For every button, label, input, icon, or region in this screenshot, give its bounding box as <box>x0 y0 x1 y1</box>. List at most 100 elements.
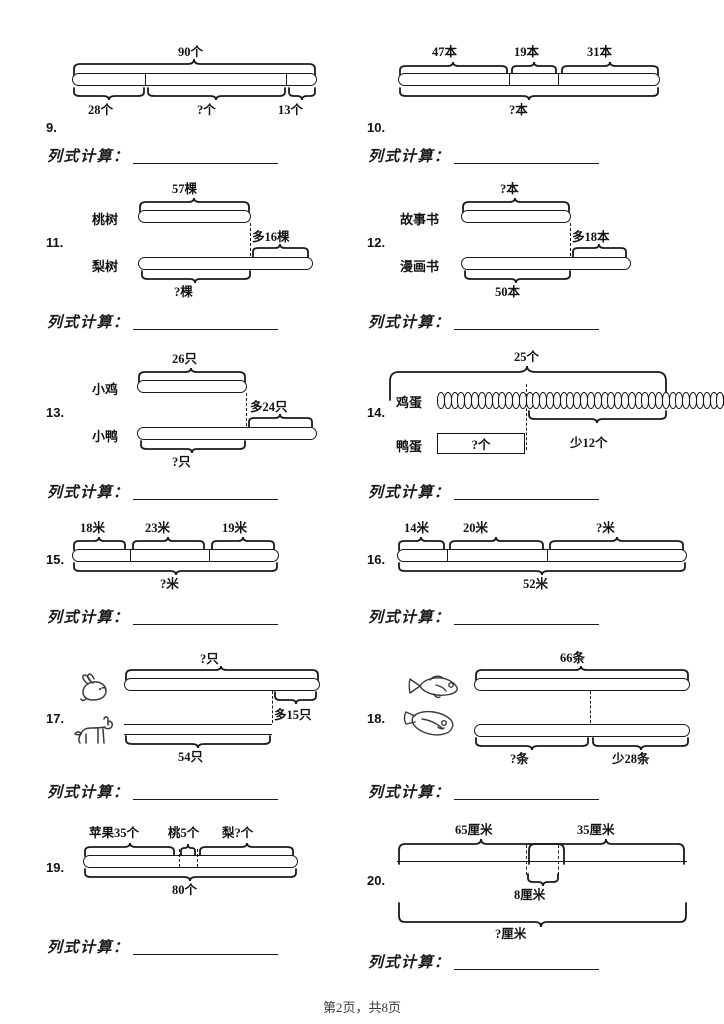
answer-line-13[interactable] <box>132 499 278 500</box>
bar-11-top <box>138 210 251 223</box>
segment-label-16-3: ?米 <box>596 521 615 535</box>
dashed-divider-18 <box>590 691 591 723</box>
bottom-left-label-18: ?条 <box>510 752 529 766</box>
calc-prompt-9: 列式计算： <box>47 145 278 166</box>
problem-number-15: 15. <box>46 552 65 567</box>
segment-label-10-1: 47本 <box>432 45 458 59</box>
diff-label-14: 少12个 <box>570 436 608 450</box>
calc-label-18: 列式计算： <box>368 785 451 801</box>
segment-brace-10-2 <box>510 61 559 76</box>
segment-brace-15-1 <box>72 536 130 551</box>
bar-17-bottom <box>124 724 272 735</box>
answer-line-14[interactable] <box>453 499 599 500</box>
segment-brace-9-3 <box>287 87 318 101</box>
segment-brace-19-1 <box>83 842 179 857</box>
bar-13-bottom <box>137 427 317 440</box>
page-footer: 第2页，共8页 <box>322 1000 401 1015</box>
problem-number-19: 19. <box>46 860 65 875</box>
bar-17-top <box>124 678 320 691</box>
problem-number-14: 14. <box>367 405 386 420</box>
segment-brace-9-2 <box>146 87 287 101</box>
value-box-14: ?个 <box>437 433 525 454</box>
bottom-brace-12 <box>463 270 572 284</box>
dashed-divider-13 <box>246 393 247 426</box>
top-brace-18 <box>474 665 690 681</box>
top-left-label-20: 65厘米 <box>455 823 493 837</box>
segment-label-9-2: ?个 <box>197 103 216 117</box>
dashed-divider-11 <box>250 223 251 256</box>
bar-tick-16-1 <box>447 549 448 562</box>
segment-label-15-3: 19米 <box>222 521 248 535</box>
top-label-11: 57棵 <box>172 182 198 196</box>
answer-line-11[interactable] <box>132 329 278 330</box>
bar-tick-10-1 <box>509 73 510 86</box>
answer-line-15[interactable] <box>132 624 278 625</box>
segment-brace-16-3 <box>548 536 688 551</box>
answer-line-10[interactable] <box>453 163 599 164</box>
dashed-divider-14 <box>526 384 527 450</box>
top-right-brace-20 <box>527 838 687 865</box>
top-brace-12 <box>461 197 571 213</box>
total-brace-20 <box>397 902 689 928</box>
total-label-10: ?本 <box>509 103 528 117</box>
calc-label-19: 列式计算： <box>47 940 130 956</box>
egg-row-14 <box>437 392 724 409</box>
fish-icon <box>406 671 462 701</box>
bar-tick-19-1 <box>179 849 180 867</box>
answer-line-9[interactable] <box>132 163 278 164</box>
calc-label-15: 列式计算： <box>47 610 130 626</box>
bar-tick-15-2 <box>209 549 210 562</box>
segment-brace-16-2 <box>448 536 548 551</box>
bar-tick-10-2 <box>558 73 559 86</box>
answer-line-18[interactable] <box>453 799 599 800</box>
bar-18-top <box>474 678 690 691</box>
bar-tick-16-2 <box>547 549 548 562</box>
segment-brace-19-2 <box>179 843 199 857</box>
answer-line-16[interactable] <box>453 624 599 625</box>
calc-label-10: 列式计算： <box>368 149 451 165</box>
total-label-20: ?厘米 <box>495 927 527 941</box>
row-name-14-2: 鸭蛋 <box>396 439 423 454</box>
bar-13-top <box>137 380 247 393</box>
bottom-label-13: ?只 <box>172 455 191 469</box>
diff-brace-17 <box>273 691 321 705</box>
calc-label-13: 列式计算： <box>47 485 130 501</box>
calc-label-16: 列式计算： <box>368 610 451 626</box>
calc-prompt-20: 列式计算： <box>368 951 599 972</box>
total-label-15: ?米 <box>160 577 179 591</box>
bar-12-bottom <box>461 257 631 270</box>
row-name-14-1: 鸡蛋 <box>396 395 423 410</box>
bar-20 <box>397 861 687 862</box>
segment-label-19-3: 梨?个 <box>222 826 254 840</box>
segment-brace-19-3 <box>198 842 298 857</box>
bar-tick-15-1 <box>130 549 131 562</box>
segment-label-9-3: 13个 <box>278 103 304 117</box>
calc-prompt-11: 列式计算： <box>47 311 278 332</box>
diff-brace-12 <box>571 243 631 258</box>
calc-label-9: 列式计算： <box>47 149 130 165</box>
segment-label-19-1: 苹果35个 <box>89 826 140 840</box>
diff-label-13: 多24只 <box>250 400 288 414</box>
total-brace-19 <box>83 868 299 882</box>
top-label-12: ?本 <box>500 182 519 196</box>
bar-19 <box>83 855 298 868</box>
segment-brace-9-1 <box>72 87 146 101</box>
problem-number-18: 18. <box>367 711 386 726</box>
problem-number-17: 17. <box>46 711 65 726</box>
calc-prompt-10: 列式计算： <box>368 145 599 166</box>
dashed-divider-12 <box>570 223 571 256</box>
answer-line-20[interactable] <box>453 969 599 970</box>
dog-icon <box>74 715 116 747</box>
bottom-brace-13 <box>139 440 247 454</box>
calc-prompt-14: 列式计算： <box>368 481 599 502</box>
bar-tick-9-1 <box>145 73 146 86</box>
problem-number-10: 10. <box>367 120 386 135</box>
segment-label-16-1: 14米 <box>404 521 430 535</box>
row-name-12-1: 故事书 <box>400 212 440 227</box>
answer-line-12[interactable] <box>453 329 599 330</box>
top-label-14: 25个 <box>514 350 540 364</box>
calc-label-12: 列式计算： <box>368 315 451 331</box>
answer-line-17[interactable] <box>132 799 278 800</box>
answer-line-19[interactable] <box>132 954 278 955</box>
bar-tick-9-2 <box>286 73 287 86</box>
